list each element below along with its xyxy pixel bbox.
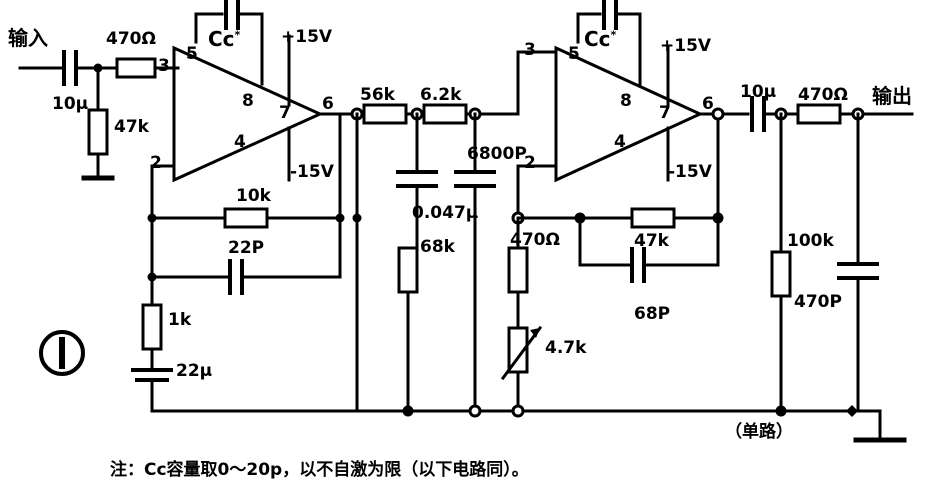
value-stage1-feedback-resistor: 10k — [236, 186, 271, 206]
node-filterin-fb — [352, 213, 362, 223]
opamp1-pin-8: 8 — [242, 91, 254, 111]
resistor-56k-body — [362, 103, 408, 125]
opamp2-pin-5: 5 — [568, 44, 580, 64]
opamp1-pin-3: 3 — [158, 56, 170, 76]
resistor-47k-2-body — [630, 207, 676, 229]
node-rail-6800p — [468, 404, 482, 418]
value-filter-resistor-1: 56k — [360, 85, 395, 105]
value-stage1-feedback-cap: 22P — [228, 238, 265, 258]
opamp1-pos-supply-label: +15V — [281, 27, 333, 47]
opamp1-pin-5: 5 — [186, 44, 198, 64]
value-input-bias-resistor: 47k — [114, 117, 149, 137]
resistor-1k-body — [141, 303, 163, 351]
opamp2-pin-6: 6 — [702, 94, 714, 114]
resistor-47k-body — [87, 108, 109, 156]
channel-note: （单路） — [725, 422, 793, 442]
figure-caption: 注：Cc容量取0～20p，以不自激为限（以下电路同）。 — [110, 460, 529, 480]
opamp2-pin-3: 3 — [524, 40, 536, 60]
node-rail-68k — [402, 405, 414, 417]
opamp1-pin-2: 2 — [150, 153, 162, 173]
resistor-470r-2-body — [507, 246, 529, 294]
value-output-coupling-cap: 10μ — [740, 82, 777, 102]
node-rail-trim — [511, 404, 525, 418]
resistor-62k-body — [422, 103, 468, 125]
node-rail-gnd-diamond — [846, 405, 858, 417]
value-stage1-bypass-cap: 22μ — [176, 361, 213, 381]
value-filter-resistor-3: 68k — [420, 237, 455, 257]
opamp1-pin-4: 4 — [234, 132, 246, 152]
opamp2-pin-2: 2 — [524, 153, 536, 173]
resistor-470r-body — [115, 57, 157, 79]
value-output-series-resistor: 470Ω — [798, 85, 848, 105]
opamp2-comp-cap-label: Cc* — [584, 27, 617, 51]
trimmer-arrow-line — [500, 325, 543, 381]
node-out2 — [711, 107, 725, 121]
value-stage2-trim-resistor: 4.7k — [545, 338, 587, 358]
figure-number-circle — [39, 330, 85, 376]
opamp1-neg-supply-label: -15V — [290, 162, 334, 182]
resistor-10k-body — [223, 207, 269, 229]
opamp1-pin-7: 7 — [279, 103, 291, 123]
opamp2-pin-4: 4 — [614, 132, 626, 152]
value-input-series-resistor: 470Ω — [106, 29, 156, 49]
opamp1-pin-6: 6 — [322, 94, 334, 114]
value-filter-cap-1: 0.047μ — [412, 203, 479, 223]
resistor-68k-body — [397, 246, 419, 294]
opamp1-comp-cap-label: Cc* — [208, 27, 241, 51]
input-port-label: 输入 — [8, 26, 48, 50]
value-stage2-feedback-cap: 68P — [634, 304, 671, 324]
value-stage2-feedback-resistor: 47k — [634, 231, 669, 251]
value-input-coupling-cap: 10μ — [52, 94, 89, 114]
value-filter-resistor-2: 6.2k — [420, 85, 462, 105]
value-stage1-gain-resistor: 1k — [168, 310, 192, 330]
trimmer-arrow-head — [530, 328, 540, 338]
opamp2-pin-8: 8 — [620, 91, 632, 111]
opamp2-neg-supply-label: -15V — [668, 162, 712, 182]
opamp2-pos-supply-label: +15V — [660, 36, 712, 56]
node-rail-100k — [775, 405, 787, 417]
value-stage2-inv-series-resistor: 470Ω — [510, 230, 560, 250]
output-port-label: 输出 — [872, 84, 912, 108]
resistor-470r-out-body — [796, 103, 842, 125]
resistor-100k-body — [770, 250, 792, 298]
opamp2-triangle — [554, 45, 704, 183]
opamp1-comp-cap-asterisk: * — [234, 28, 241, 42]
value-output-load-resistor: 100k — [787, 231, 834, 251]
value-filter-cap-2: 6800P — [467, 144, 527, 164]
opamp2-pin-7: 7 — [659, 103, 671, 123]
value-output-shunt-cap: 470P — [794, 292, 842, 312]
opamp2-comp-cap-asterisk: * — [610, 28, 617, 42]
opamp1-triangle — [172, 45, 324, 183]
